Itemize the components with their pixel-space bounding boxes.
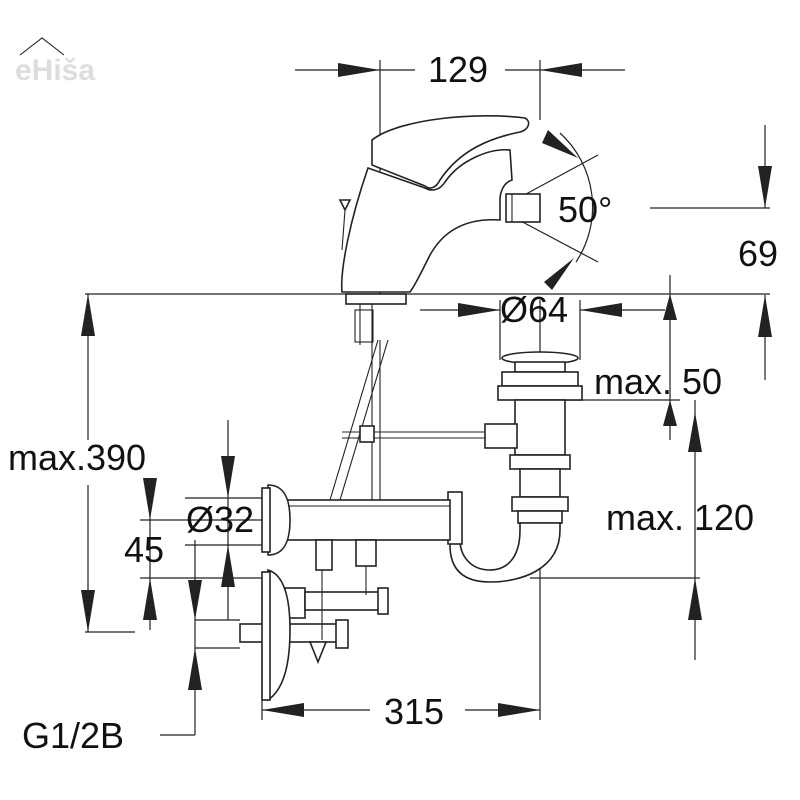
angle-label: 50° (558, 189, 612, 230)
drain-waste (484, 351, 583, 524)
dimension-lines (81, 60, 772, 736)
height-spout-label: 69 (738, 233, 778, 274)
max-390-label: max.390 (8, 437, 146, 478)
watermark-text: eHiša (15, 54, 95, 87)
thread-label: G1/2B (22, 715, 124, 756)
siphon-trap (261, 484, 561, 583)
faucet-body (338, 115, 541, 345)
angle-valves (239, 539, 389, 702)
max-120-label: max. 120 (606, 497, 754, 538)
watermark-logo: eHiša (15, 37, 95, 87)
width-bottom-label: 315 (384, 691, 444, 732)
diameter-pipe-label: Ø32 (186, 499, 254, 540)
width-top-label: 129 (428, 49, 488, 90)
diameter-flange-label: Ø64 (500, 289, 568, 330)
dimension-labels: 129 50° 69 Ø64 max. 50 max.390 Ø32 45 ma… (8, 49, 778, 756)
dim-45-label: 45 (124, 529, 164, 570)
max-50-label: max. 50 (594, 361, 722, 402)
